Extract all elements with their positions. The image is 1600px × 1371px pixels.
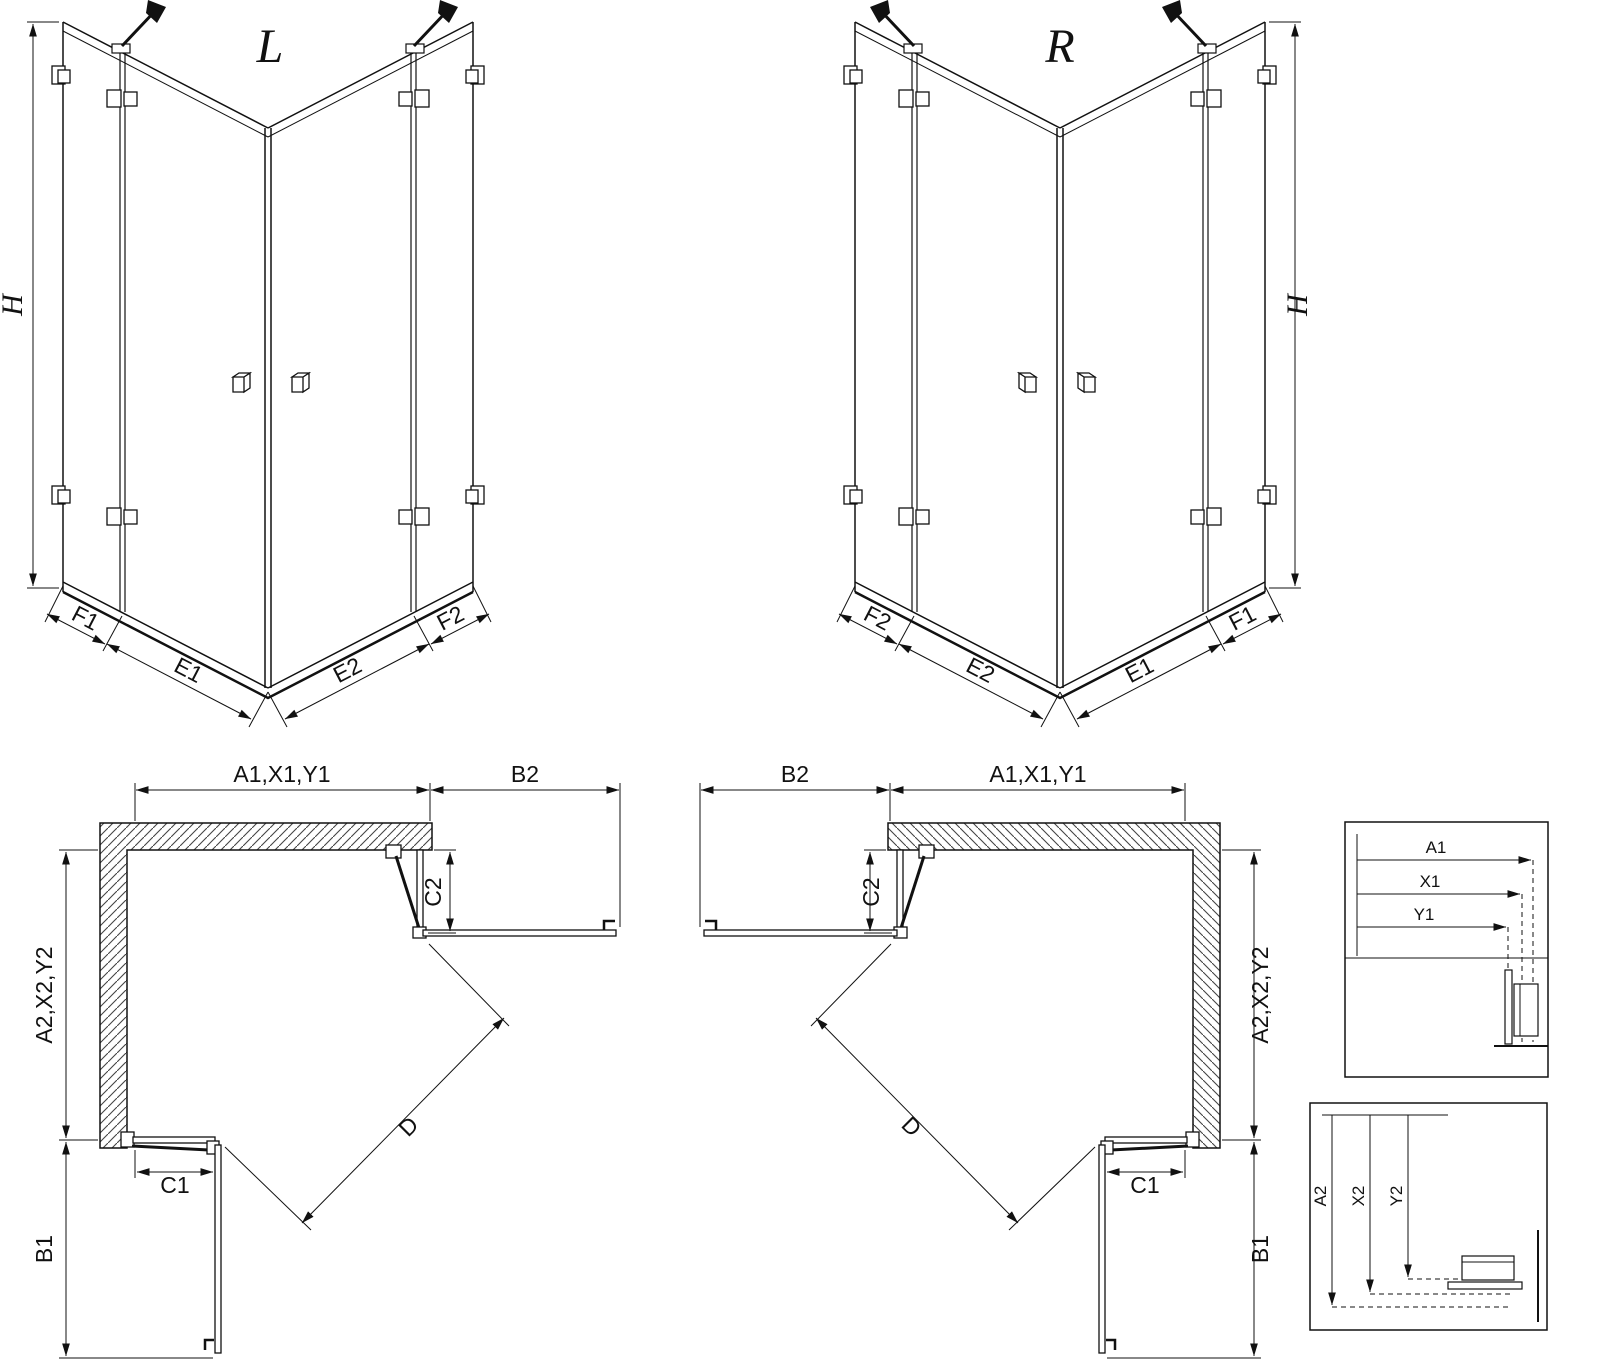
dim-label-a1x1y1: A1,X1,Y1 [233,761,330,787]
front-view-right: R H F2 E2 E1 F1 [837,0,1314,727]
plan-outline-right [700,783,1261,1358]
dim-label-a2x2y2: A2,X2,Y2 [31,946,57,1043]
dim-label-d: D [393,1111,423,1141]
detail-label-y1: Y1 [1414,905,1435,924]
dim-label-e2: E2 [329,652,366,688]
detail-vertical-dims: A2 X2 Y2 [1309,1102,1548,1331]
plan-view-right: B2 A1,X1,Y1 C2 A2,X2,Y2 B1 C1 D [700,761,1273,1358]
dim-label-e1: E1 [170,652,207,688]
dim-label-b1: B1 [31,1235,57,1263]
view-label-left: L [256,20,284,73]
dim-label-c2: C2 [858,877,884,906]
dim-label-b1: B1 [1247,1235,1273,1263]
dim-label-h: H [1281,292,1314,317]
dim-label-b2: B2 [511,761,539,787]
dim-label-d: D [897,1111,927,1141]
detail-horizontal-dims: A1 X1 Y1 [1344,821,1549,1078]
glass-profile-section [1504,969,1513,1045]
detail-label-x1: X1 [1420,872,1441,891]
dim-label-f1: F1 [68,600,104,635]
view-label-right: R [1044,20,1074,73]
dim-label-f2: F2 [860,600,896,635]
dim-label-c1: C1 [160,1172,189,1198]
detail-label-y2: Y2 [1387,1186,1406,1207]
dim-label-f1: F1 [1224,600,1260,635]
dim-label-a2x2y2: A2,X2,Y2 [1247,946,1273,1043]
detail-label-a1: A1 [1426,838,1447,857]
plan-outline-left [59,783,620,1358]
dim-label-c1: C1 [1130,1172,1159,1198]
plan-view-left: A1,X1,Y1 B2 C2 A2,X2,Y2 B1 C1 D [31,761,620,1358]
dim-label-e1: E1 [1121,652,1158,688]
dim-label-c2: C2 [420,877,446,906]
detail-label-a2: A2 [1311,1186,1330,1207]
dim-label-a1x1y1: A1,X1,Y1 [989,761,1086,787]
dim-label-h: H [0,292,29,317]
dim-label-e2: E2 [962,652,999,688]
dim-label-f2: F2 [432,600,468,635]
wall-profile-section [1513,983,1539,1037]
dim-label-b2: B2 [781,761,809,787]
wall-profile-section [1461,1255,1515,1281]
glass-profile-section [1447,1281,1523,1290]
detail-label-x2: X2 [1349,1186,1368,1207]
front-view-left: L H F1 E1 E2 F2 [0,0,491,727]
